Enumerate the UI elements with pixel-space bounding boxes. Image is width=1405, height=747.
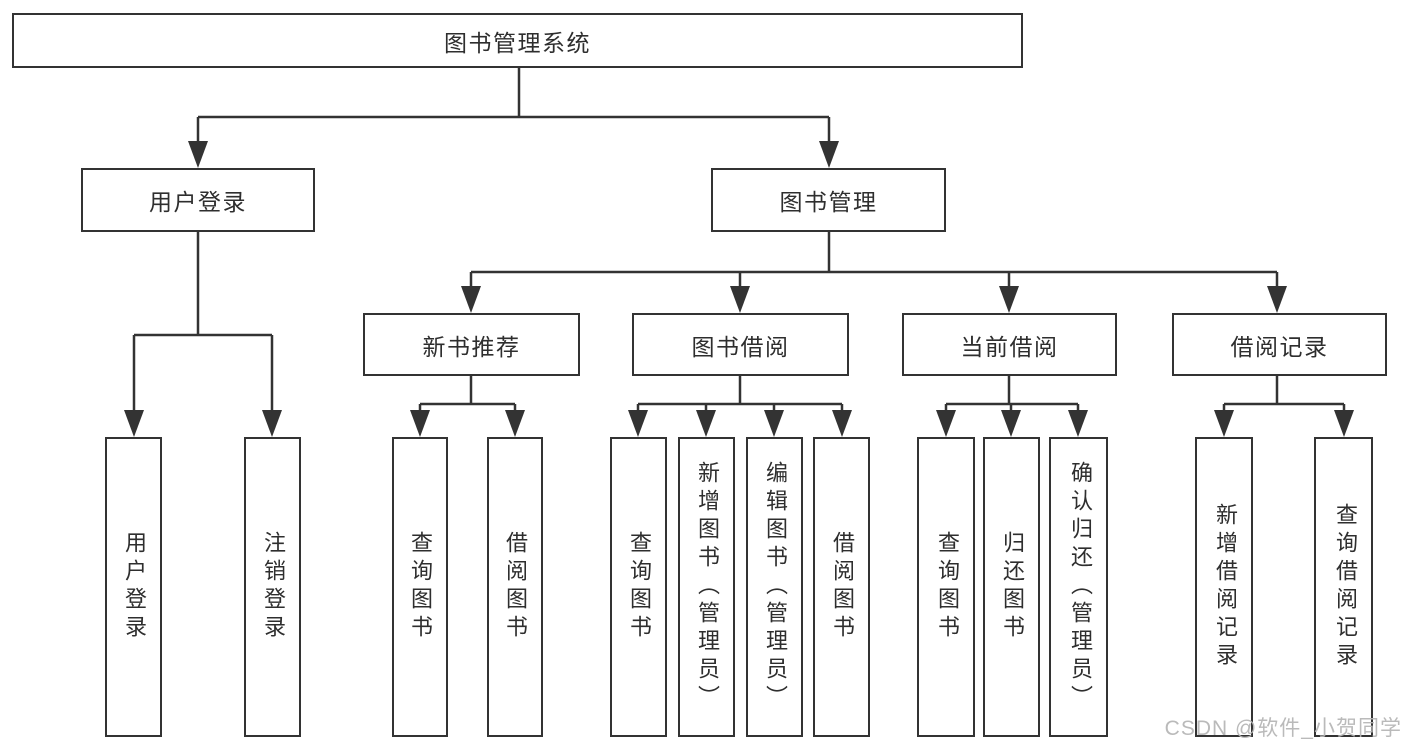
leaf-query-books-borrow: 查询图书	[610, 437, 667, 737]
leaf-query-borrow-record: 查询借阅记录	[1314, 437, 1373, 737]
node-new-book-recommend: 新书推荐	[363, 313, 580, 376]
edge-book-borrow-to-leaves	[636, 376, 844, 420]
leaf-user-login: 用户登录	[105, 437, 162, 737]
node-book-borrow: 图书借阅	[632, 313, 849, 376]
node-current-borrow: 当前借阅	[902, 313, 1117, 376]
arrow-icon	[696, 410, 716, 437]
leaf-borrow-books: 借阅图书	[813, 437, 870, 737]
leaf-logout: 注销登录	[244, 437, 301, 737]
arrow-icon	[124, 410, 144, 437]
edge-new-book-recommend-to-leaves	[418, 376, 517, 420]
arrow-icon	[410, 410, 430, 437]
leaf-borrow-books-recommend: 借阅图书	[487, 437, 543, 737]
node-borrow-records: 借阅记录	[1172, 313, 1387, 376]
leaf-add-borrow-record: 新增借阅记录	[1195, 437, 1253, 737]
arrow-icon	[1001, 410, 1021, 437]
leaf-query-books-recommend: 查询图书	[392, 437, 448, 737]
leaf-add-books-admin: 新增图书（管理员）	[678, 437, 735, 737]
arrow-icon	[1068, 410, 1088, 437]
leaf-edit-books-admin: 编辑图书（管理员）	[746, 437, 803, 737]
edge-borrow-records-to-leaves	[1222, 376, 1346, 420]
leaf-confirm-return-admin: 确认归还（管理员）	[1049, 437, 1108, 737]
edge-root-to-level2	[196, 68, 831, 152]
csdn-watermark: CSDN @软件_小贺同学	[1164, 717, 1402, 740]
node-book-management: 图书管理	[711, 168, 946, 232]
arrow-icon	[262, 410, 282, 437]
node-library-management-system: 图书管理系统	[12, 13, 1023, 68]
arrow-icon	[1214, 410, 1234, 437]
edge-book-management-to-level3	[469, 232, 1279, 296]
arrow-icon	[936, 410, 956, 437]
arrow-icon	[764, 410, 784, 437]
arrow-icon	[819, 141, 839, 168]
leaf-query-books-current: 查询图书	[917, 437, 975, 737]
arrow-icon	[505, 410, 525, 437]
node-user-login: 用户登录	[81, 168, 315, 232]
edge-current-borrow-to-leaves	[944, 376, 1080, 420]
arrow-icon	[832, 410, 852, 437]
leaf-return-books: 归还图书	[983, 437, 1040, 737]
arrow-icon	[188, 141, 208, 168]
arrow-icon	[1334, 410, 1354, 437]
arrow-icon	[730, 286, 750, 313]
arrow-icon	[461, 286, 481, 313]
edge-user-login-to-leaves	[132, 232, 274, 420]
arrow-icon	[628, 410, 648, 437]
arrow-icon	[999, 286, 1019, 313]
arrow-icon	[1267, 286, 1287, 313]
